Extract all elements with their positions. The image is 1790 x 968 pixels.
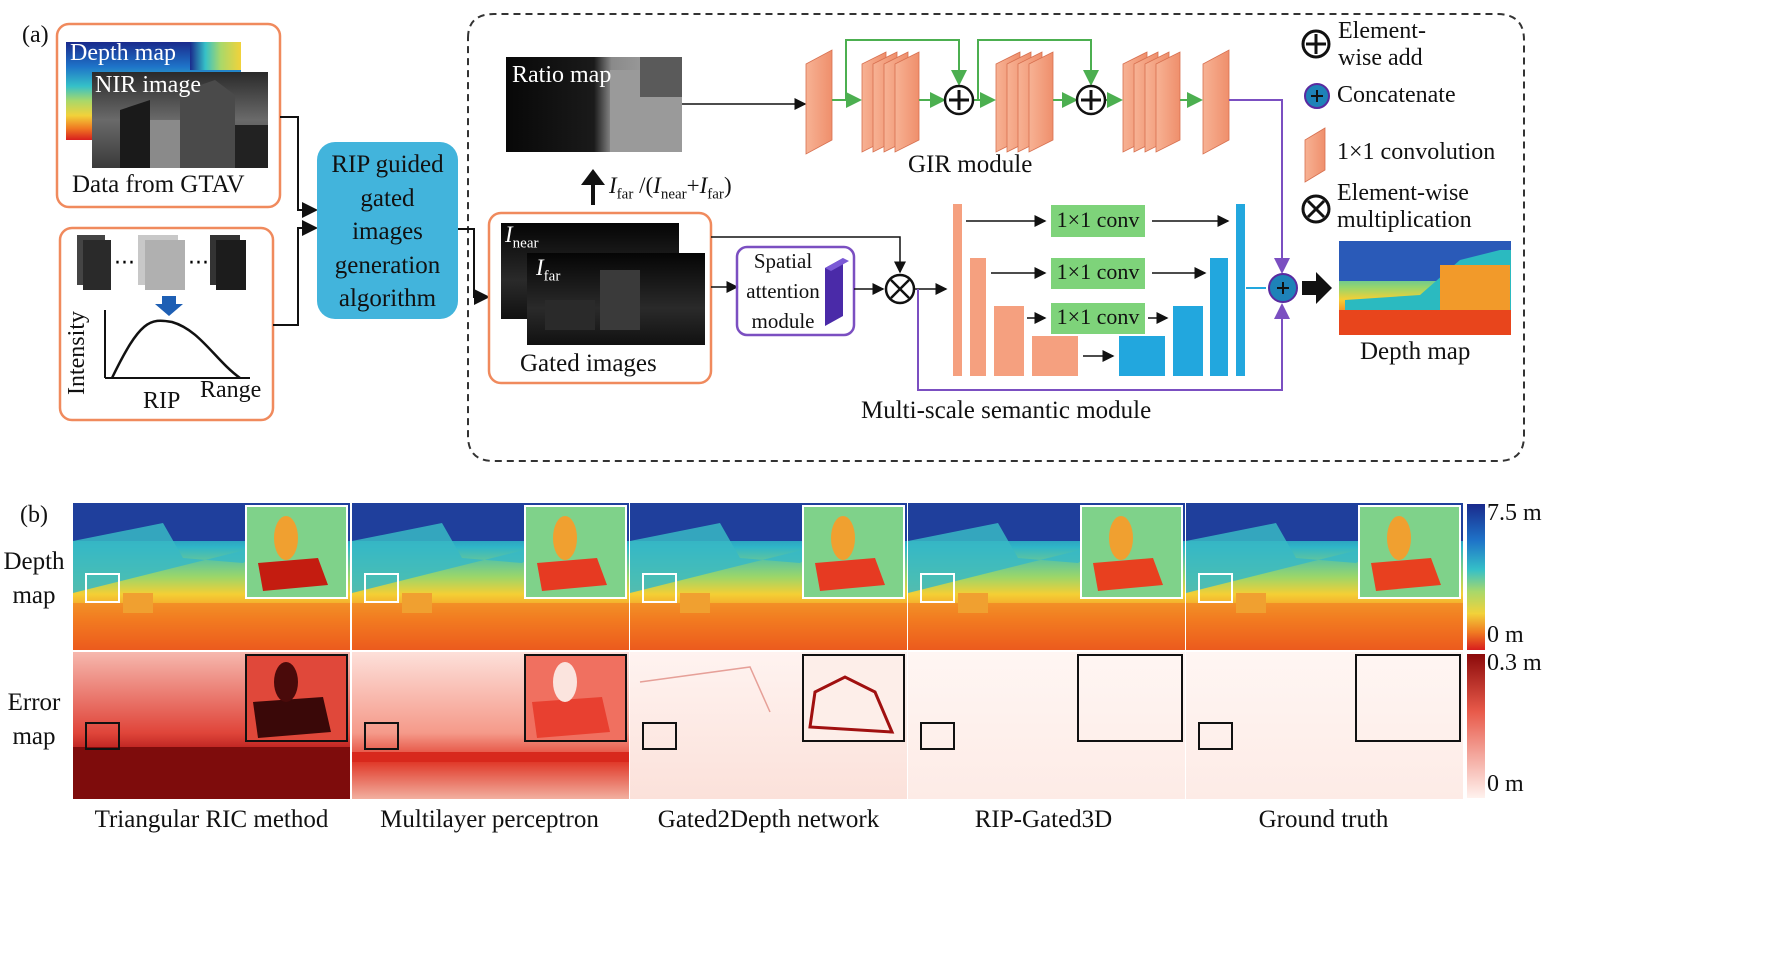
- error-scale-max: 0.3 m: [1487, 650, 1542, 676]
- depth-map-label: Depth map: [70, 40, 176, 66]
- i-near-label: Inear: [505, 222, 539, 252]
- gtav-data-box: [55, 22, 282, 209]
- depth-scale-min: 0 m: [1487, 622, 1524, 648]
- gir-module-label: GIR module: [908, 151, 1033, 178]
- gir-blocks: [805, 49, 1230, 155]
- depth-roi-box-4: [920, 573, 955, 603]
- multi-scale-bars: [953, 204, 1245, 376]
- depth-roi-box-1: [85, 573, 120, 603]
- method-label-2: Multilayer perceptron: [380, 806, 599, 833]
- down-arrow-icon: [155, 296, 183, 316]
- conv-box-3: [1051, 303, 1145, 334]
- spatial-attention-box: [735, 245, 856, 337]
- depth-roi-box-3: [642, 573, 677, 603]
- legend-conv-icon: [1304, 127, 1326, 183]
- depth-colorbar: [1467, 504, 1485, 650]
- output-depth-caption: Depth map: [1360, 338, 1471, 365]
- rip-y-axis-label: Intensity: [64, 311, 90, 395]
- legend-add-text: Element-wise add: [1338, 18, 1426, 71]
- error-map-tile-4: [908, 652, 1185, 799]
- conv-label-1: 1×1 conv: [1056, 207, 1140, 232]
- ratio-formula: Ifar /(Inear+Ifar): [609, 173, 732, 203]
- panel-a-tag: (a): [22, 22, 49, 48]
- method-label-5: Ground truth: [1258, 806, 1389, 833]
- algorithm-text: RIP guided gated images generation algor…: [331, 151, 444, 312]
- output-arrow-icon: [1302, 272, 1332, 304]
- gtav-caption: Data from GTAV: [72, 171, 245, 198]
- error-map-tile-5: [1186, 652, 1463, 799]
- conv-box-1: [1051, 205, 1145, 237]
- conv-label-3: 1×1 conv: [1056, 304, 1140, 329]
- error-roi-box-5: [1198, 722, 1233, 750]
- rip-x-axis-label: Range: [200, 377, 262, 403]
- legend-mult-icon: [1301, 194, 1331, 224]
- error-roi-box-3: [642, 722, 677, 750]
- error-roi-box-4: [920, 722, 955, 750]
- network-frame: [467, 13, 1525, 462]
- conv-label-2: 1×1 conv: [1056, 259, 1140, 284]
- depth-scale-max: 7.5 m: [1487, 500, 1542, 526]
- error-roi-box-1: [85, 722, 120, 750]
- conv-box-2: [1051, 258, 1145, 289]
- panel-b-tag: (b): [20, 502, 48, 528]
- svg-text:···: ···: [114, 251, 135, 276]
- error-inset-5: [1355, 654, 1461, 742]
- method-label-4: RIP-Gated3D: [974, 806, 1113, 833]
- svg-text:···: ···: [188, 251, 209, 276]
- legend-concat-text: Concatenate: [1337, 82, 1456, 108]
- attention-block: [825, 258, 843, 326]
- legend-conv-text: 1×1 convolution: [1337, 139, 1496, 165]
- legend-concat-icon: [1304, 83, 1330, 109]
- spatial-attention-text: Spatial attention module: [746, 249, 820, 333]
- up-arrow-icon: [581, 169, 605, 205]
- rip-algorithm-box: [317, 142, 458, 319]
- nir-image-label: NIR image: [95, 72, 201, 98]
- error-inset-4: [1077, 654, 1183, 742]
- panel-b-images: [73, 503, 1463, 799]
- method-label-1: Triangular RIC method: [94, 806, 329, 833]
- multi-scale-module-label: Multi-scale semantic module: [861, 397, 1152, 424]
- depth-roi-box-5: [1198, 573, 1233, 603]
- gir-add-node-1-icon: [943, 84, 975, 116]
- gated-images-box: [487, 211, 713, 385]
- method-label-3: Gated2Depth network: [657, 806, 880, 833]
- gir-add-node-2-icon: [1075, 84, 1107, 116]
- error-colorbar: [1467, 654, 1485, 798]
- depth-roi-box-2: [364, 573, 399, 603]
- legend-add-icon: [1301, 29, 1331, 59]
- i-far-label: Ifar: [536, 255, 561, 285]
- error-roi-box-2: [364, 722, 399, 750]
- ratio-map-label: Ratio map: [512, 62, 612, 88]
- gated-images-caption: Gated images: [520, 350, 657, 377]
- rip-label: RIP: [143, 388, 181, 414]
- rip-curve: [110, 319, 241, 380]
- error-scale-min: 0 m: [1487, 771, 1524, 797]
